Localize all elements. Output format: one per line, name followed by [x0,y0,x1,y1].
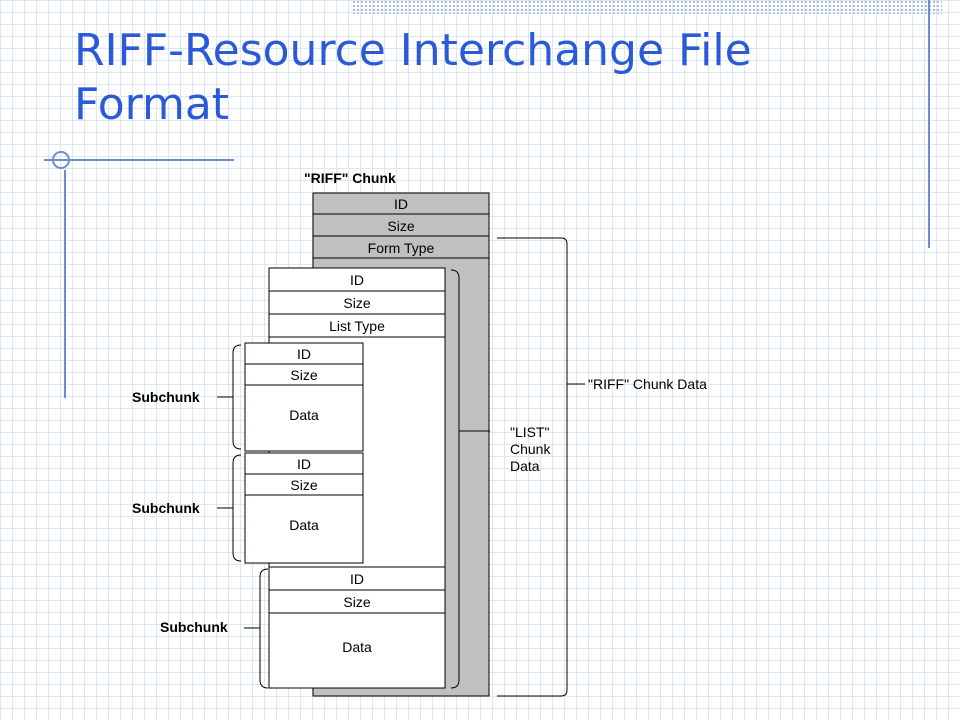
list-chunk-data-label-line3: Data [510,458,540,474]
decorative-vertical-line-left [64,170,66,398]
subchunk-label: Subchunk [160,619,228,635]
subchunk-box [268,566,446,689]
subchunk-data-label: Data [289,407,319,423]
decorative-dotted-band [352,0,942,14]
riff-size-label: Size [387,218,414,234]
subchunk-bracket [232,344,242,450]
list-chunk-data-label-line1: "LIST" [510,424,550,440]
list-id-label: ID [350,272,364,288]
subchunk-label: Subchunk [132,500,200,516]
riff-chunk-data-label: "RIFF" Chunk Data [588,376,707,392]
subchunk-id-label: ID [297,456,311,472]
subchunk-bracket [259,568,269,689]
list-chunk-data-label-line2: Chunk [510,441,551,457]
subchunk-size-label: Size [290,477,317,493]
riff-id-label: ID [394,196,408,212]
subchunk-box [244,452,364,564]
decorative-circle-icon [52,151,70,169]
list-chunk-data-bracket [450,269,460,689]
subchunk-id-label: ID [297,346,311,362]
subchunk-size-label: Size [343,594,370,610]
riff-chunk-data-bracket [497,237,568,697]
subchunk-box [244,342,364,452]
subchunk-size-label: Size [290,367,317,383]
decorative-horizontal-line [44,159,234,161]
list-type-label: List Type [329,318,385,334]
slide-title: RIFF-Resource Interchange File Format [74,25,752,130]
riff-chunk-label: "RIFF" Chunk [304,170,396,186]
subchunk-label: Subchunk [132,389,200,405]
list-size-label: Size [343,295,370,311]
decorative-vertical-line-right [928,0,930,248]
subchunk-id-label: ID [350,571,364,587]
subchunk-data-label: Data [342,639,372,655]
subchunk-data-label: Data [289,517,319,533]
subchunk-bracket [232,454,242,562]
riff-form-type-label: Form Type [368,240,435,256]
